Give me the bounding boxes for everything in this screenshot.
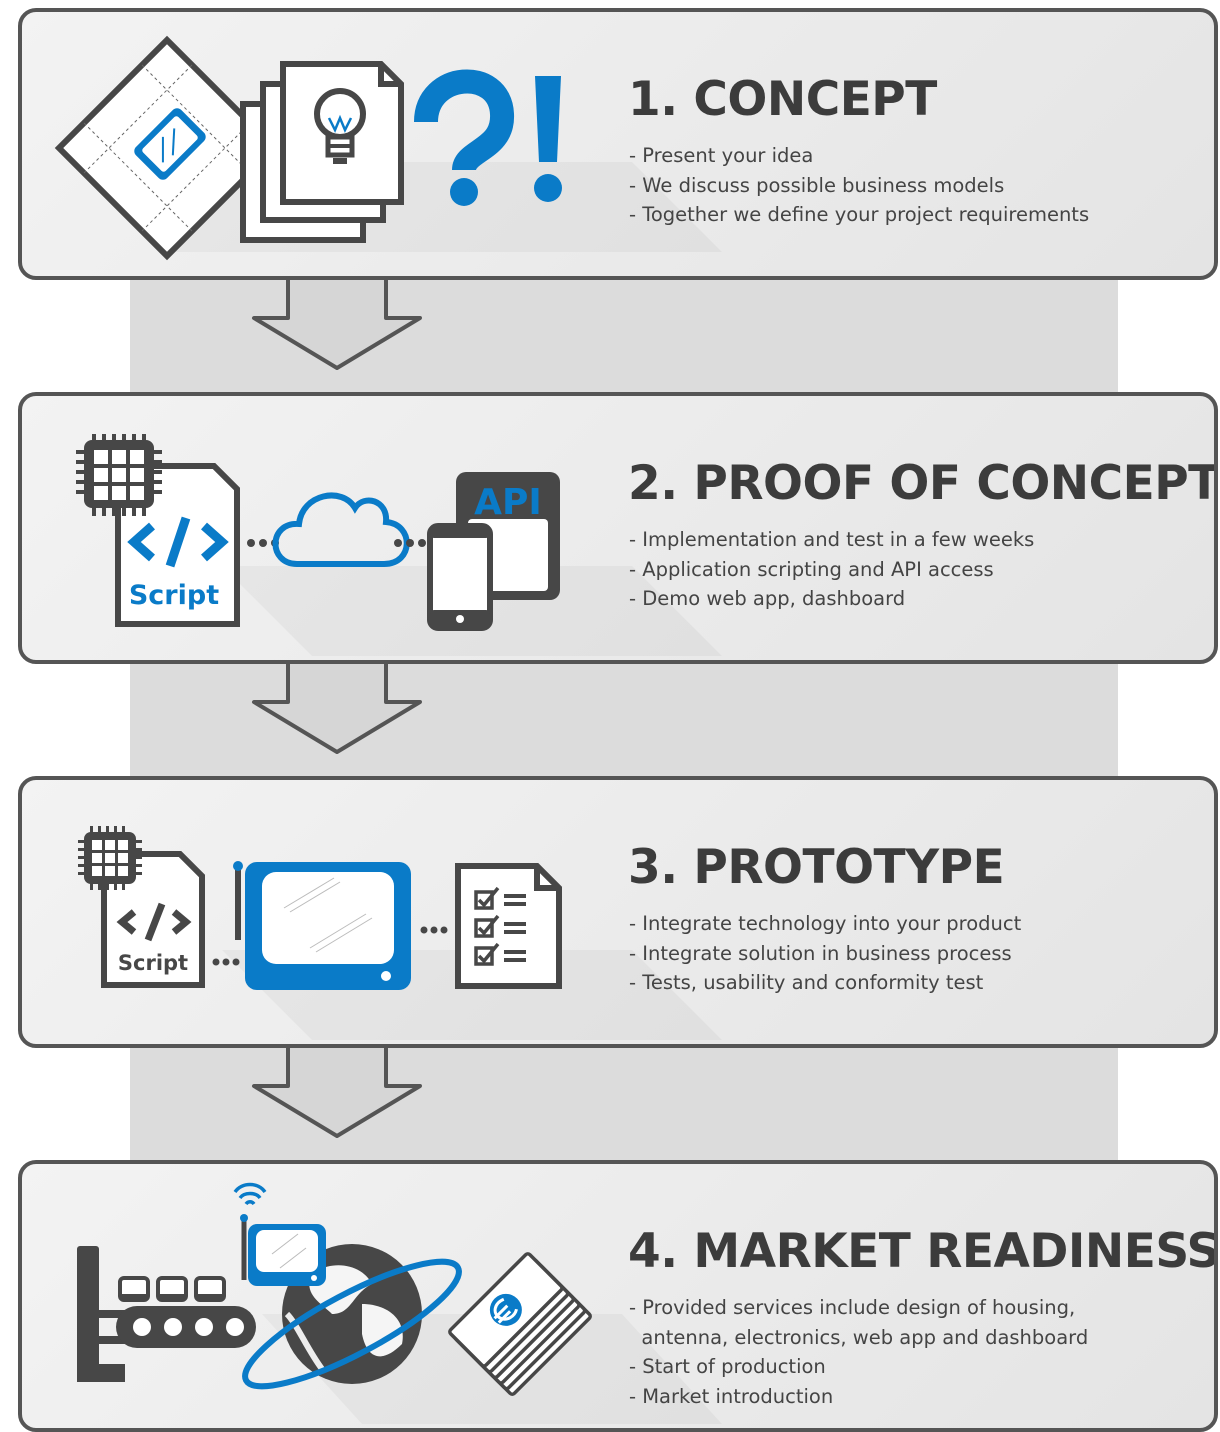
step-bullet: - Integrate technology into your product <box>629 912 1022 935</box>
api-phone-icon: API <box>427 472 560 631</box>
step-bullet: - Provided services include design of ho… <box>629 1296 1076 1319</box>
step-bullet: - Tests, usability and conformity test <box>629 971 984 995</box>
step-bullet: - We discuss possible business models <box>629 173 1005 197</box>
chip-script-icon: Script <box>76 434 240 627</box>
script-label: Script <box>118 951 188 975</box>
conveyor-belt-icon <box>77 1246 256 1382</box>
step-card-market-readiness: 4. MARKET READINESS - Provided services … <box>18 1160 1218 1432</box>
step-card-prototype: Script <box>18 776 1218 1048</box>
device-screen-icon <box>233 861 411 990</box>
step-bullet-list: - Present your idea - We discuss possibl… <box>629 141 1089 230</box>
step-bullet: - Start of production <box>629 1355 826 1379</box>
step-title: 1. CONCEPT <box>628 72 937 127</box>
step-bullet-list: - Provided services include design of ho… <box>629 1293 1088 1411</box>
cloud-icon <box>272 492 410 567</box>
step-bullet: antenna, electronics, web app and dashbo… <box>629 1325 1089 1349</box>
step-arrow-3 <box>252 1044 422 1138</box>
step-bullet-list: - Implementation and test in a few weeks… <box>629 525 1034 614</box>
step-title: 2. PROOF OF CONCEPT <box>628 456 1218 511</box>
step-title: 3. PROTOTYPE <box>628 840 1005 895</box>
step-bullet: - Market introduction <box>629 1384 834 1408</box>
step-bullet: - Application scripting and API access <box>629 557 994 581</box>
step-title: 4. MARKET READINESS <box>628 1224 1218 1279</box>
question-exclamation-icon <box>414 69 562 206</box>
globe-device-icon <box>233 1182 462 1390</box>
step-bullet: - Present your idea <box>629 144 814 167</box>
step-card-proof-of-concept: Script API 2. PROOF OF CONCEPT - Impleme… <box>18 392 1218 664</box>
checklist-icon <box>455 863 562 989</box>
step-bullet: - Implementation and test in a few weeks <box>629 528 1035 551</box>
api-label: API <box>474 482 542 523</box>
step-card-concept: 1. CONCEPT - Present your idea - We disc… <box>18 8 1218 280</box>
chip-script-icon: Script <box>78 826 205 988</box>
step-arrow-1 <box>252 276 422 370</box>
money-stack-icon <box>448 1252 592 1396</box>
tablet-blueprint-icon <box>54 35 280 261</box>
step-bullet: - Demo web app, dashboard <box>629 587 906 611</box>
step-bullet: - Together we define your project requir… <box>629 203 1090 227</box>
lightbulb-document-icon <box>240 61 404 243</box>
step-arrow-2 <box>252 660 422 754</box>
script-label: Script <box>129 580 219 611</box>
step-bullet-list: - Integrate technology into your product… <box>629 909 1021 998</box>
step-bullet: - Integrate solution in business process <box>629 941 1012 965</box>
